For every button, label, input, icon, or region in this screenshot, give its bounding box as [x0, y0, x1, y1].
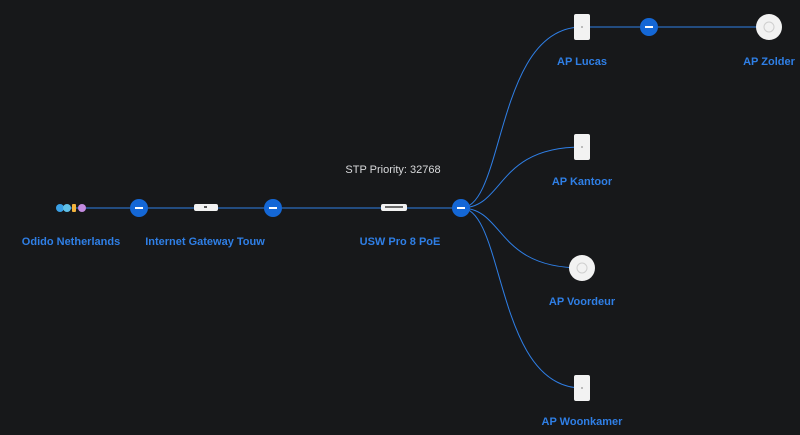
minus-icon	[135, 207, 143, 209]
collapse-button-isp[interactable]	[130, 199, 148, 217]
collapse-button-gateway[interactable]	[264, 199, 282, 217]
round-ap-icon[interactable]	[569, 255, 595, 281]
collapse-button-switch[interactable]	[452, 199, 470, 217]
ap-lucas-label[interactable]: AP Lucas	[557, 56, 607, 68]
stp-priority-text: STP Priority: 32768	[345, 164, 441, 176]
gateway-device-icon[interactable]	[194, 204, 218, 211]
ap-zolder-label[interactable]: AP Zolder	[743, 56, 795, 68]
isp-logo	[56, 204, 86, 212]
link-switch-ap-kantoor	[460, 146, 583, 209]
minus-icon	[645, 26, 653, 28]
ap-woonkamer-label[interactable]: AP Woonkamer	[541, 416, 623, 428]
ap-kantoor-label[interactable]: AP Kantoor	[551, 176, 613, 188]
wall-ap-icon[interactable]	[574, 375, 590, 401]
ap-voordeur-label[interactable]: AP Voordeur	[548, 296, 616, 308]
wall-ap-icon[interactable]	[574, 134, 590, 160]
collapse-button-ap-lucas[interactable]	[640, 18, 658, 36]
link-switch-ap-woonkamer	[460, 207, 583, 389]
switch-name-label[interactable]: USW Pro 8 PoE	[359, 236, 441, 248]
minus-icon	[457, 207, 465, 209]
isp-name-label[interactable]: Odido Netherlands	[21, 236, 121, 248]
round-ap-icon[interactable]	[756, 14, 782, 40]
minus-icon	[269, 207, 277, 209]
link-switch-ap-voordeur	[460, 207, 583, 269]
wall-ap-icon[interactable]	[574, 14, 590, 40]
switch-device-icon[interactable]	[381, 204, 407, 211]
gateway-name-label[interactable]: Internet Gateway Touw	[145, 236, 265, 248]
link-switch-ap-lucas	[460, 26, 583, 209]
